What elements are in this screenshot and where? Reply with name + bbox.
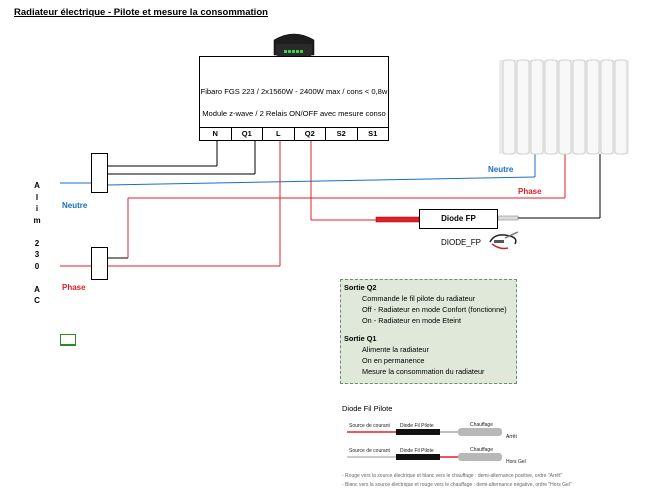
row1-source-label: Source de courant — [349, 423, 390, 429]
row2-chauffage-label: Chauffage — [470, 447, 493, 453]
module-desc-line: Module z-wave / 2 Relais ON/OFF avec mes… — [202, 109, 386, 118]
fibaro-module-box: Fibaro FGS 223 / 2x1560W - 2400W max / c… — [199, 56, 389, 141]
q1-item: On en permanence — [362, 356, 425, 365]
terminal-l: L — [263, 128, 295, 140]
row2-mode-label: Hors Gel — [506, 459, 526, 465]
q1-title: Sortie Q1 — [344, 334, 377, 343]
diagram-title: Radiateur électrique - Pilote et mesure … — [14, 7, 268, 18]
neutral-junction-box — [91, 153, 108, 193]
terminal-row: N Q1 L Q2 S2 S1 — [200, 127, 388, 140]
fil-pilote-title: Diode Fil Pilote — [342, 404, 393, 413]
comment-icon[interactable] — [60, 334, 76, 346]
neutre-label-right: Neutre — [488, 165, 514, 174]
alim-230-ac-label: A l i m 2 3 0 A C — [33, 181, 41, 305]
fil-pilote-schematic — [347, 428, 502, 461]
row1-mode-label: Arrêt — [506, 434, 517, 440]
diode-red-lead — [375, 216, 420, 223]
diode-photo-icon — [489, 231, 519, 250]
q1-item: Mesure la consommation du radiateur — [362, 367, 485, 376]
neutre-label-left: Neutre — [62, 201, 88, 210]
row2-diode-label: Diode Fil Pilote — [400, 448, 434, 454]
phase-junction-box — [91, 247, 108, 280]
phase-label-left: Phase — [62, 283, 86, 292]
q2-item: On - Radiateur en mode Eteint — [362, 316, 461, 325]
radiator-icon — [499, 59, 629, 155]
terminal-q1: Q1 — [232, 128, 263, 140]
diode-fp-caption: DIODE_FP — [441, 238, 482, 247]
phase-label-right: Phase — [518, 187, 542, 196]
module-spec-line: Fibaro FGS 223 / 2x1560W - 2400W max / c… — [200, 87, 388, 96]
row1-diode-label: Diode Fil Pilote — [400, 423, 434, 429]
q2-item: Off - Radiateur en mode Confort (fonctio… — [362, 305, 507, 314]
row1-chauffage-label: Chauffage — [470, 422, 493, 428]
outputs-info-box: Sortie Q2 Commande le fil pilote du radi… — [340, 279, 517, 384]
terminal-s1: S1 — [368, 129, 378, 138]
neutral-blue-wires — [60, 152, 536, 186]
black-wires — [108, 141, 601, 259]
q1-item: Alimente la radiateur — [362, 345, 429, 354]
terminal-q2: Q2 — [295, 128, 326, 140]
fibaro-module-icon — [273, 33, 315, 56]
phase-red-wires — [60, 141, 566, 267]
row2-source-label: Source de courant — [349, 448, 390, 454]
diode-white-lead — [497, 215, 519, 221]
q2-title: Sortie Q2 — [344, 283, 377, 292]
fil-pilote-note: - Rouge vers la source électrique et bla… — [342, 473, 563, 479]
terminal-s2: S2 — [326, 128, 358, 140]
terminal-n: N — [200, 128, 232, 140]
diode-fp-box: Diode FP — [419, 209, 498, 229]
fil-pilote-note: - Blanc vers la source électrique et rou… — [342, 482, 572, 488]
q2-item: Commande le fil pilote du radiateur — [362, 294, 476, 303]
neutral-to-radiator-wire — [107, 176, 536, 186]
